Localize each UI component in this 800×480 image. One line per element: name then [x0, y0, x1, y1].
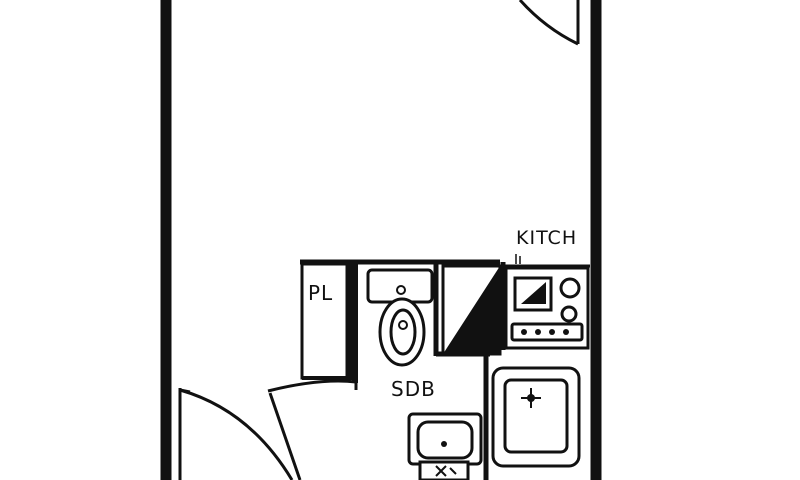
bathroom-door-swing: [267, 379, 358, 480]
kitchenette: [504, 266, 590, 350]
utility-shaft: [433, 264, 502, 357]
toilet: [366, 268, 434, 367]
bathroom-label: SDB: [391, 377, 436, 401]
top-door-swing: [518, 0, 580, 46]
toilet-flush-icon: [396, 285, 406, 295]
washbasin: [407, 412, 483, 480]
entry-door-swing: [178, 388, 294, 480]
closet-label: PL: [308, 281, 333, 305]
tap-icon: [435, 465, 457, 477]
shower-tray: [491, 366, 581, 468]
kitchen-leader-marks: [515, 254, 521, 264]
kitchen-label: KITCH: [516, 227, 577, 249]
